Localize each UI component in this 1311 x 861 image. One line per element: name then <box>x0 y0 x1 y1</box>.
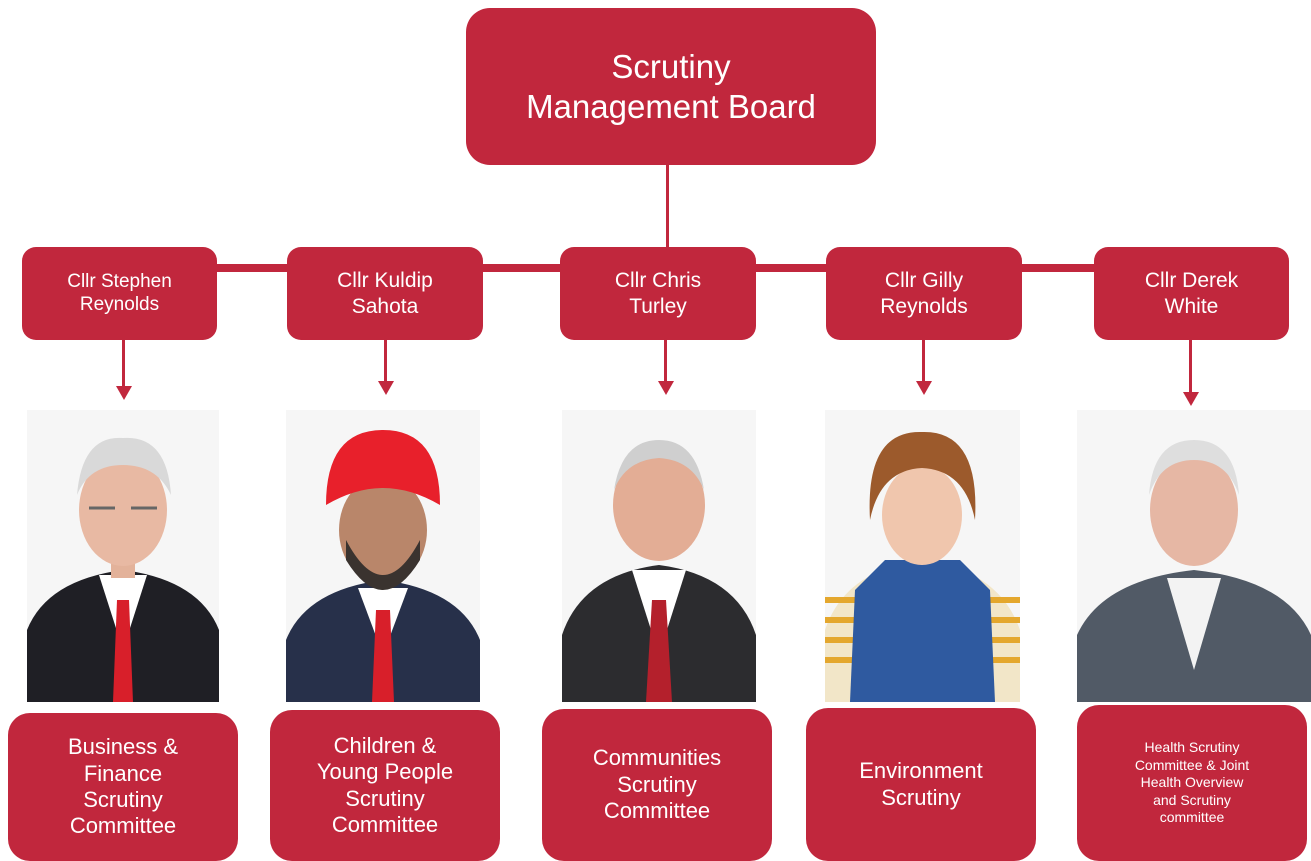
chair-name-line2: Turley <box>629 294 687 318</box>
chair-name-line1: Cllr Kuldip <box>337 269 433 293</box>
committee-box-children-young-people: Children & Young People Scrutiny Committ… <box>270 710 500 861</box>
committee-line: Scrutiny <box>617 771 697 797</box>
committee-box-environment: Environment Scrutiny <box>806 708 1036 861</box>
chair-name-line1: Cllr Gilly <box>884 269 964 293</box>
portrait-kuldip-sahota <box>286 410 480 702</box>
chair-name-line2: Reynolds <box>880 294 968 318</box>
committee-lines: Business & Finance Scrutiny Committee <box>68 734 178 840</box>
chair-name-line1: Cllr Stephen <box>67 270 172 292</box>
chair-name-line1: Cllr Derek <box>1144 269 1239 293</box>
committee-line: Committee <box>331 811 439 837</box>
committee-line: Business & <box>67 734 179 760</box>
portrait-derek-white <box>1077 410 1311 702</box>
committee-box-business-finance: Business & Finance Scrutiny Committee <box>8 713 238 861</box>
committee-lines: Communities Scrutiny Committee <box>593 745 721 824</box>
committee-line: Communities <box>592 745 722 771</box>
vertical-connector <box>666 164 669 254</box>
committee-line: Environment <box>859 758 983 784</box>
chair-name-line2: Sahota <box>351 294 419 318</box>
portrait-chris-turley <box>562 410 756 702</box>
committee-lines: Environment Scrutiny <box>859 758 983 811</box>
chair-name-line2: White <box>1164 294 1219 318</box>
committee-lines: Children & Young People Scrutiny Committ… <box>317 733 453 839</box>
committee-lines: Health Scrutiny Committee & Joint Health… <box>1135 739 1249 827</box>
committee-line: Scrutiny <box>345 785 425 811</box>
committee-box-health: Health Scrutiny Committee & Joint Health… <box>1077 705 1307 861</box>
portrait-stephen-reynolds <box>27 410 219 702</box>
portrait-gilly-reynolds <box>825 410 1020 702</box>
committee-line: Committee <box>69 813 177 839</box>
committee-line: Scrutiny <box>83 787 163 812</box>
committee-line: Health Overview <box>1140 774 1244 791</box>
board-title-line1: Scrutiny <box>611 47 731 85</box>
board-title-line2: Management Board <box>526 87 816 125</box>
committee-line: Committee & Joint <box>1134 756 1250 773</box>
committee-line: Scrutiny <box>881 784 961 810</box>
committee-line: Children & <box>333 732 437 758</box>
chair-name-line2: Reynolds <box>79 293 160 315</box>
scrutiny-management-board-box: Scrutiny Management Board <box>466 8 876 165</box>
committee-line: Finance <box>83 760 163 786</box>
committee-box-communities: Communities Scrutiny Committee <box>542 709 772 861</box>
committee-line: Young People <box>316 759 454 785</box>
committee-line: Committee <box>603 798 711 824</box>
committee-line: Health Scrutiny <box>1144 739 1240 756</box>
chair-name-line1: Cllr Chris <box>614 269 702 293</box>
committee-line: committee <box>1159 809 1225 826</box>
committee-line: and Scrutiny <box>1153 791 1231 808</box>
